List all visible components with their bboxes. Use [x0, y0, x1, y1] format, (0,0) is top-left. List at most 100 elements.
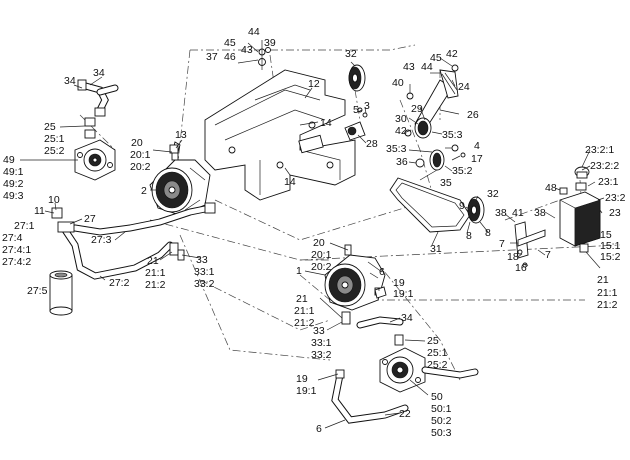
callout-34: 34 [64, 75, 76, 87]
callout-27-5: 27:5 [27, 285, 48, 297]
callout-33-1: 33:1 [311, 337, 332, 349]
callout-48: 48 [545, 182, 557, 194]
callout-15-2: 15:2 [600, 251, 621, 263]
callout-19-1: 19:1 [296, 385, 317, 397]
callout-21: 21 [147, 255, 159, 267]
callout-43: 43 [403, 61, 415, 73]
callout-15: 15 [600, 229, 612, 241]
callout-29: 29 [411, 103, 423, 115]
callout-21-1: 21:1 [294, 305, 315, 317]
callout-6: 6 [316, 423, 322, 435]
callout-23-2-1: 23:2:1 [585, 144, 614, 156]
fitting-20-upper [169, 144, 179, 154]
callout-27-4-2: 27:4:2 [2, 256, 31, 268]
pulley-35 [415, 144, 466, 171]
callout-20-2: 20:2 [130, 161, 151, 173]
callout-27-3: 27:3 [91, 234, 112, 246]
callout-43: 43 [241, 44, 253, 56]
idler-28 [344, 107, 368, 141]
callout-7: 7 [545, 249, 551, 261]
callout-12: 12 [308, 78, 320, 90]
callout-15-1: 15:1 [600, 240, 621, 252]
callout-46: 46 [224, 51, 236, 63]
hose-34-lower [356, 316, 404, 346]
callout-50-3: 50:3 [431, 427, 452, 439]
hydraulic-pump-50 [379, 347, 426, 393]
callout-21: 21 [296, 293, 308, 305]
callout-8: 8 [466, 230, 472, 242]
callout-28: 28 [366, 138, 378, 150]
callout-38: 38 [534, 207, 546, 219]
callout-44: 44 [248, 26, 260, 38]
callout-31: 31 [430, 243, 442, 255]
callout-39: 39 [264, 37, 276, 49]
callout-32: 32 [345, 48, 357, 60]
callout-42: 42 [446, 48, 458, 60]
callout-38: 38 [495, 207, 507, 219]
pulley-32-right [467, 196, 485, 224]
callout-36: 36 [396, 156, 408, 168]
callout-23: 23 [609, 207, 621, 219]
callout-21-1: 21:1 [145, 267, 166, 279]
callout-7: 7 [499, 238, 505, 250]
callout-45: 45 [224, 37, 236, 49]
callout-25-1: 25:1 [44, 133, 65, 145]
callout-labels: 34 34 25 25:1 25:2 49 49:1 49:2 49:3 20 … [2, 26, 626, 439]
callout-27: 27 [84, 213, 96, 225]
callout-35: 35 [440, 177, 452, 189]
callout-25: 25 [427, 335, 439, 347]
callout-20-1: 20:1 [130, 149, 151, 161]
callout-37: 37 [206, 51, 218, 63]
hydraulic-pump-49 [74, 139, 116, 181]
callout-14: 14 [284, 176, 296, 188]
callout-34: 34 [401, 312, 413, 324]
callout-13: 13 [175, 129, 187, 141]
drive-belt-31 [389, 177, 471, 233]
callout-20-2: 20:2 [311, 261, 332, 273]
callout-49: 49 [3, 154, 15, 166]
callout-17: 17 [471, 153, 483, 165]
callout-1: 1 [296, 265, 302, 277]
leader-lines [20, 42, 605, 429]
callout-45: 45 [430, 52, 442, 64]
callout-25-2: 25:2 [427, 359, 448, 371]
reservoir-23 [559, 166, 601, 253]
callout-14: 14 [320, 117, 332, 129]
tensioner-arm [404, 64, 459, 139]
callout-27-2: 27:2 [109, 277, 130, 289]
callout-50-2: 50:2 [431, 415, 452, 427]
callout-21-2: 21:2 [597, 299, 618, 311]
callout-23-1: 23:1 [598, 176, 619, 188]
callout-26: 26 [467, 109, 479, 121]
callout-33: 33 [196, 254, 208, 266]
callout-50-1: 50:1 [431, 403, 452, 415]
callout-3: 3 [364, 100, 370, 112]
hose-6 [331, 366, 479, 424]
callout-9: 9 [459, 200, 465, 212]
callout-20: 20 [131, 137, 143, 149]
callout-49-3: 49:3 [3, 190, 24, 202]
callout-33-2: 33:2 [194, 278, 215, 290]
callout-33: 33 [313, 325, 325, 337]
hose-fitting-34-top [77, 79, 119, 139]
callout-27-4-1: 27:4:1 [2, 244, 31, 256]
callout-21-1: 21:1 [597, 287, 618, 299]
pulley-32-top [348, 64, 366, 92]
callout-33-2: 33:2 [311, 349, 332, 361]
callout-24: 24 [458, 81, 470, 93]
callout-49-2: 49:2 [3, 178, 24, 190]
callout-32: 32 [487, 188, 499, 200]
callout-4: 4 [474, 140, 480, 152]
callout-23-2-2: 23:2:2 [590, 160, 619, 172]
callout-30: 30 [395, 113, 407, 125]
callout-40: 40 [392, 77, 404, 89]
callout-11: 11 [34, 205, 45, 217]
callout-21-2: 21:2 [294, 317, 315, 329]
callout-19: 19 [296, 373, 308, 385]
callout-27-4: 27:4 [2, 232, 23, 244]
callout-18: 18 [507, 251, 519, 263]
callout-21: 21 [597, 274, 609, 286]
callout-35-2: 35:2 [452, 165, 473, 177]
mounting-frame [204, 69, 356, 201]
